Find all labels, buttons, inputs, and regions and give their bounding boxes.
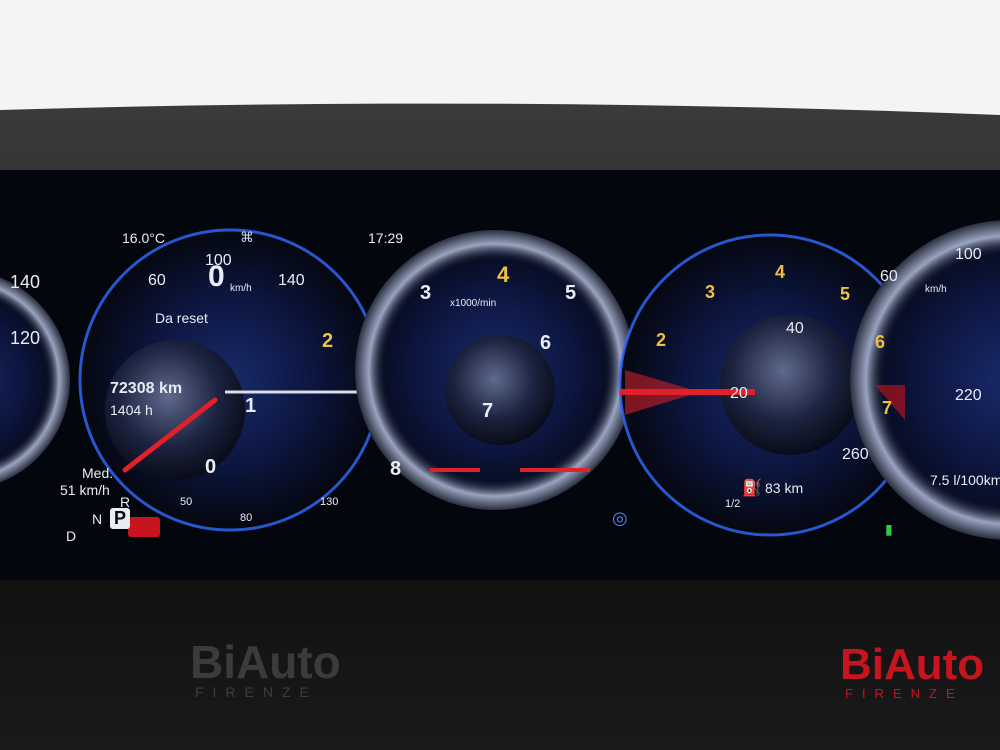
left-scale-label-140: 140 [278,272,305,289]
gear-r: R [120,494,131,510]
speed-260: 260 [842,446,869,463]
fuel-half-label: 1/2 [725,498,741,510]
mini-scale-50: 50 [180,496,193,508]
brand-watermark-sub: FIRENZE [195,684,318,700]
average-value: 51 km/h [60,482,110,498]
rpm-mini-1: 1 [245,395,257,417]
rpm-6: 6 [875,332,886,352]
trip-duration: 1404 h [110,402,153,418]
speed-220: 220 [955,387,982,404]
rpm-mini-2: 2 [322,330,334,352]
rpm-mini-0: 0 [205,456,217,478]
speed-unit: km/h [925,284,947,295]
brand-watermark: BiAuto [190,636,341,688]
reset-label: Da reset [155,310,208,326]
rpm-3: 3 [705,282,716,302]
rpm-2: 2 [656,330,667,350]
tach-3: 3 [420,282,432,304]
average-label: Med. [82,465,114,481]
left-edge-scale-label: 140 [10,272,41,292]
speed-40: 40 [786,320,804,337]
speed-60: 60 [880,268,898,285]
rpm-7: 7 [882,398,893,418]
assist-icon: ◎ [612,508,628,529]
left-edge-scale-label-2: 120 [10,328,41,348]
clock-readout: 17:29 [368,230,404,246]
odometer: 72308 km [110,380,183,397]
left-scale-label-100: 100 [205,252,232,269]
gear-d: D [66,528,77,544]
mini-scale-130: 130 [320,496,339,508]
active-gear-badge: P [110,508,131,529]
rpm-5: 5 [840,284,851,304]
tach-7: 7 [482,400,494,422]
range-readout: 83 km [765,480,804,496]
tach-8: 8 [390,458,402,480]
tach-4: 4 [497,262,510,287]
gear-n: N [92,511,103,527]
mini-scale-80: 80 [240,512,253,524]
consumption-readout: 7.5 l/100km [930,472,1000,488]
light-indicator-icon: ▮ [885,522,893,538]
speed-20: 20 [730,385,748,402]
rpm-4: 4 [775,262,786,282]
tach-5: 5 [565,282,577,304]
tach-6: 6 [540,332,552,354]
route-icon: ⌘ [240,230,254,246]
temperature-readout: 16.0°C [122,230,165,246]
brand-logo-sub: FIRENZE [845,686,964,701]
fuel-pump-icon: ⛽ [742,478,762,497]
tach-scale-note: x1000/min [450,298,497,309]
digital-speed-unit: km/h [230,283,252,294]
brand-logo: BiAuto [840,640,985,689]
digital-speed: 0 [208,260,225,293]
speed-100: 100 [955,246,982,263]
left-scale-label-60: 60 [148,272,166,289]
